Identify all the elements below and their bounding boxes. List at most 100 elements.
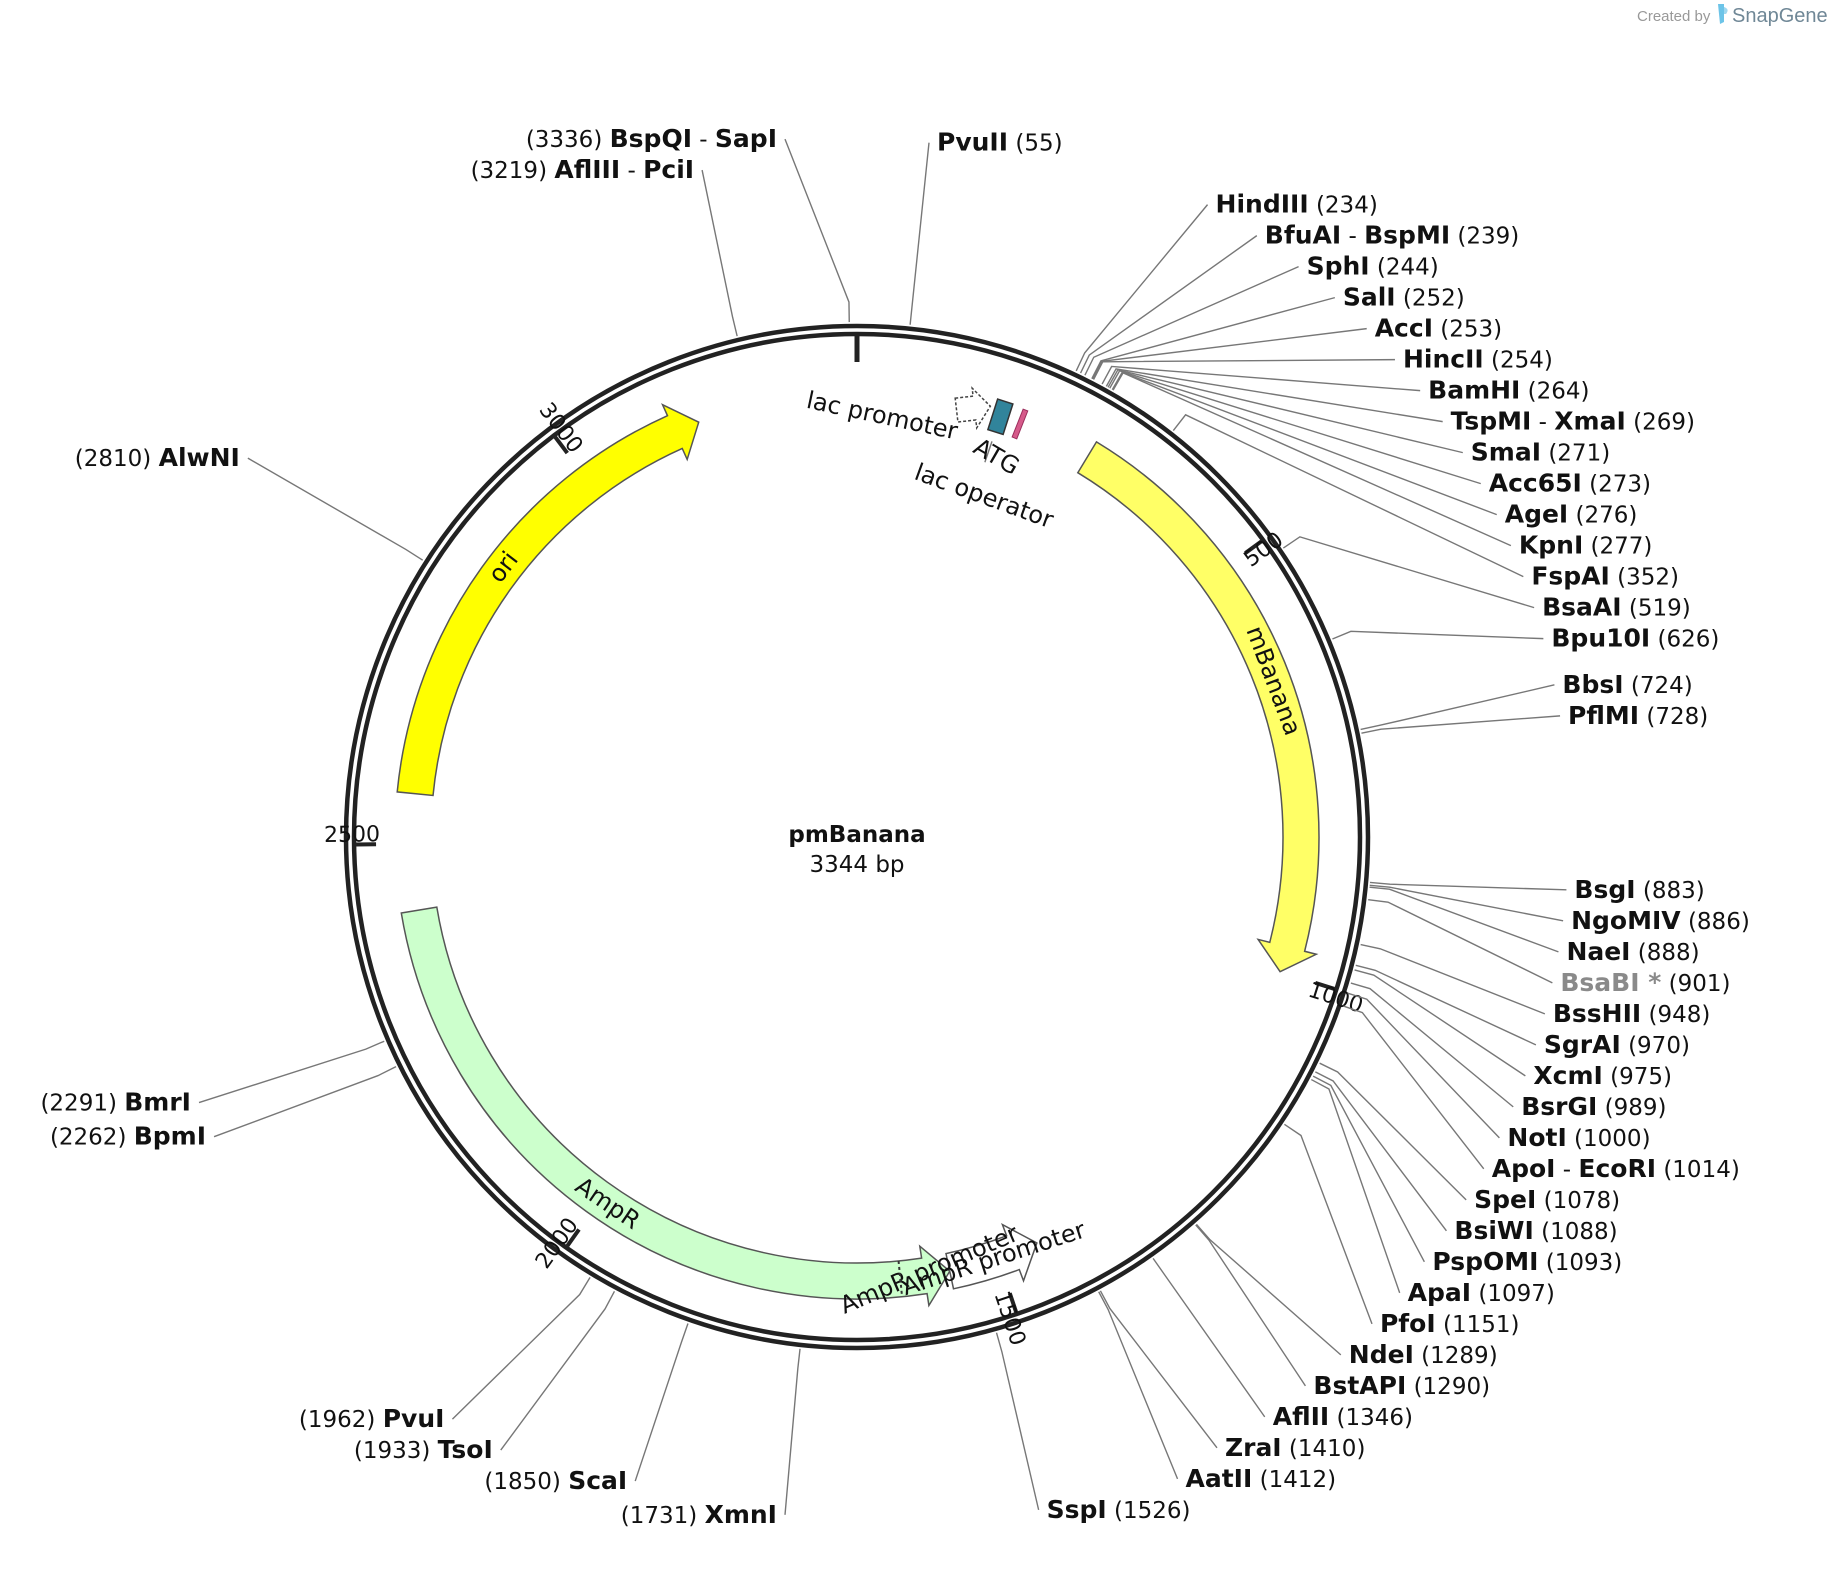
site-label-acci: AccI (253): [1375, 314, 1502, 343]
site-leader-bsiwi: [1315, 1071, 1447, 1232]
tick-1000: [1314, 980, 1336, 991]
site-separator: -: [1341, 224, 1364, 250]
site-leader-bmri: [198, 1040, 385, 1104]
enzyme-name: BstAPI: [1313, 1371, 1406, 1400]
site-label-bfuai-bspmi: BfuAI - BspMI (239): [1265, 221, 1520, 250]
site-position: (970): [1621, 1033, 1690, 1059]
site-label-tspmi-xmai: TspMI - XmaI (269): [1451, 407, 1695, 436]
credit-brand: SnapGene: [1732, 5, 1828, 27]
site-leader-sphi: [1084, 265, 1299, 376]
site-position: (1731): [621, 1503, 705, 1529]
site-label-ndei: NdeI (1289): [1349, 1340, 1498, 1369]
feature-atg: [1011, 408, 1029, 440]
site-label-alwni: (2810) AlwNI: [75, 443, 240, 472]
site-position: (271): [1541, 441, 1610, 467]
site-position: (244): [1370, 255, 1439, 281]
feature-lac-operator: [986, 398, 1014, 436]
site-leader-kpni: [1112, 371, 1512, 547]
site-position: (273): [1582, 472, 1651, 498]
site-leader-ndei: [1195, 1223, 1342, 1356]
site-position: (254): [1484, 348, 1553, 374]
site-label-sali: SalI (252): [1343, 283, 1465, 312]
enzyme-name: NotI: [1507, 1123, 1566, 1152]
restriction-sites: PvuII (55)HindIII (234)BfuAI - BspMI (23…: [40, 124, 1749, 1529]
site-position: (1151): [1436, 1312, 1520, 1338]
site-label-sspi: SspI (1526): [1047, 1495, 1191, 1524]
enzyme-name: SalI: [1343, 283, 1396, 312]
snapgene-credit: Created by SnapGene: [1637, 4, 1828, 27]
site-leader-acc65i: [1109, 370, 1481, 485]
site-label-zrai: ZraI (1410): [1225, 1433, 1365, 1462]
enzyme-name: BsaAI: [1542, 593, 1621, 622]
enzyme-name: SphI: [1307, 252, 1370, 281]
site-label-ngomiv: NgoMIV (886): [1571, 906, 1750, 935]
site-position: (883): [1636, 878, 1705, 904]
site-leader-xmni: [784, 1348, 801, 1515]
enzyme-name: PciI: [643, 155, 694, 184]
site-position: (269): [1626, 410, 1695, 436]
site-position: (276): [1568, 503, 1637, 529]
site-label-afliii-pcii: (3219) AflIII - PciI: [471, 155, 695, 184]
site-leader-zrai: [1099, 1290, 1218, 1449]
site-leader-naei: [1369, 886, 1559, 953]
site-label-bstapi: BstAPI (1290): [1313, 1371, 1490, 1400]
site-label-bmri: (2291) BmrI: [40, 1088, 191, 1117]
site-position: (1346): [1329, 1405, 1413, 1431]
tick-2000: [565, 1228, 581, 1247]
site-label-tsoi: (1933) TsoI: [354, 1435, 493, 1464]
enzyme-name: BpmI: [134, 1122, 206, 1151]
enzyme-name: NgoMIV: [1571, 906, 1681, 935]
site-leader-aflii: [1152, 1257, 1266, 1418]
enzyme-name: ScaI: [568, 1466, 627, 1495]
site-leader-noti: [1347, 992, 1500, 1139]
site-label-hindiii: HindIII (234): [1216, 190, 1378, 219]
site-leader-spei: [1319, 1062, 1467, 1201]
site-position: (901): [1661, 971, 1730, 997]
enzyme-name: PvuI: [383, 1404, 445, 1433]
enzyme-name: PfoI: [1380, 1309, 1436, 1338]
site-position: (888): [1631, 940, 1700, 966]
tick-label-2500: 2500: [324, 822, 380, 848]
site-label-scai: (1850) ScaI: [484, 1466, 627, 1495]
enzyme-name: XmnI: [705, 1500, 777, 1529]
site-separator: -: [620, 158, 643, 184]
site-label-agei: AgeI (276): [1505, 500, 1638, 529]
site-position: (948): [1641, 1002, 1710, 1028]
site-label-bsshii: BssHII (948): [1553, 999, 1711, 1028]
enzyme-name: BsgI: [1574, 875, 1635, 904]
enzyme-name: AccI: [1375, 314, 1433, 343]
site-position: (55): [1008, 131, 1063, 157]
site-leader-bamhi: [1101, 365, 1421, 392]
site-position: (1289): [1414, 1343, 1498, 1369]
site-label-bsaai: BsaAI (519): [1542, 593, 1691, 622]
enzyme-name: HindIII: [1216, 190, 1309, 219]
feature-label-lac-operator: lac operator: [911, 458, 1057, 534]
site-leader-ngomiv: [1369, 884, 1564, 922]
enzyme-name: Bpu10I: [1551, 624, 1650, 653]
enzyme-name: NdeI: [1349, 1340, 1414, 1369]
site-position: (626): [1650, 627, 1719, 653]
backbone-outer-ring: [343, 323, 1371, 1351]
enzyme-name: SspI: [1047, 1495, 1107, 1524]
enzyme-name: BamHI: [1428, 376, 1520, 405]
site-leader-aatii: [1098, 1291, 1179, 1480]
site-position: (2810): [75, 446, 159, 472]
site-leader-alwni: [247, 457, 424, 561]
enzyme-name: SgrAI: [1544, 1030, 1621, 1059]
feature-ampr: [400, 906, 951, 1308]
site-separator: -: [1531, 410, 1554, 436]
site-position: (264): [1520, 379, 1589, 405]
site-label-bamhi: BamHI (264): [1428, 376, 1589, 405]
site-leader-bfuai-bspmi: [1079, 235, 1258, 374]
feature-ori: [396, 403, 700, 797]
enzyme-name: BspQI: [610, 124, 692, 153]
enzyme-name: NaeI: [1566, 937, 1630, 966]
site-leader-pflmi: [1361, 715, 1561, 734]
enzyme-name: SapI: [715, 124, 777, 153]
site-leader-smai: [1107, 369, 1463, 454]
enzyme-name: SpeI: [1474, 1185, 1536, 1214]
site-label-pspomi: PspOMI (1093): [1432, 1247, 1622, 1276]
enzyme-name: BssHII: [1553, 999, 1641, 1028]
enzyme-name: KpnI: [1519, 531, 1583, 560]
site-label-hincii: HincII (254): [1403, 345, 1553, 374]
